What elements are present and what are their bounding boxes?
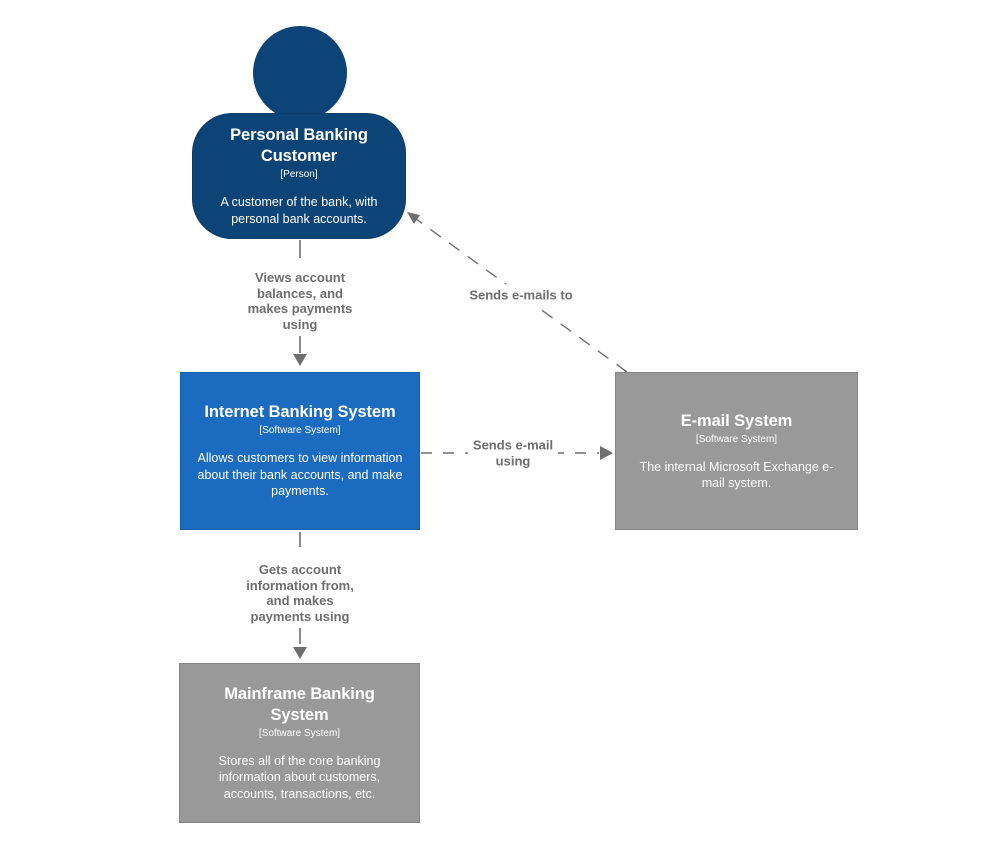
node-internet-banking-system[interactable]: Internet Banking System [Software System… [180, 372, 420, 530]
node-description: The internal Microsoft Exchange e-mail s… [639, 459, 834, 491]
edge-label-sends-emails-to: Sends e-mails to [464, 284, 578, 306]
node-mainframe-banking-system[interactable]: Mainframe Banking System [Software Syste… [179, 663, 420, 823]
edge-sends-emails-to [407, 212, 628, 373]
node-description: Stores all of the core banking informati… [218, 753, 381, 801]
arrowhead-upleft-icon [407, 212, 420, 224]
edge-gets-account-information [293, 532, 307, 659]
person-head-icon [253, 26, 347, 120]
node-description: Allows customers to view information abo… [197, 451, 403, 499]
node-meta: [Person] [280, 169, 318, 180]
node-description: A customer of the bank, with personal ba… [220, 195, 378, 226]
node-title: E-mail System [680, 411, 793, 430]
edge-views-account-balances [293, 240, 307, 366]
arrowhead-down-icon [293, 354, 307, 366]
node-title: Mainframe Banking System [224, 684, 375, 724]
node-email-system[interactable]: E-mail System [Software System] The inte… [615, 372, 858, 530]
edge-label-sends-email-using: Sends e-mail using [467, 434, 559, 472]
node-meta: [Software System] [695, 433, 778, 445]
node-meta: [Software System] [258, 727, 341, 739]
edge-label-views-account-balances: Views account balances, and makes paymen… [242, 267, 358, 335]
arrowhead-right-icon [600, 446, 613, 460]
node-title: Internet Banking System [204, 403, 396, 422]
edge-label-gets-account-information: Gets account information from, and makes… [241, 559, 359, 627]
node-title: Personal Banking Customer [230, 126, 368, 165]
node-personal-banking-customer[interactable]: Personal Banking Customer [Person] A cus… [192, 113, 406, 239]
arrowhead-down-icon [293, 647, 307, 659]
node-meta: [Software System] [259, 425, 341, 437]
